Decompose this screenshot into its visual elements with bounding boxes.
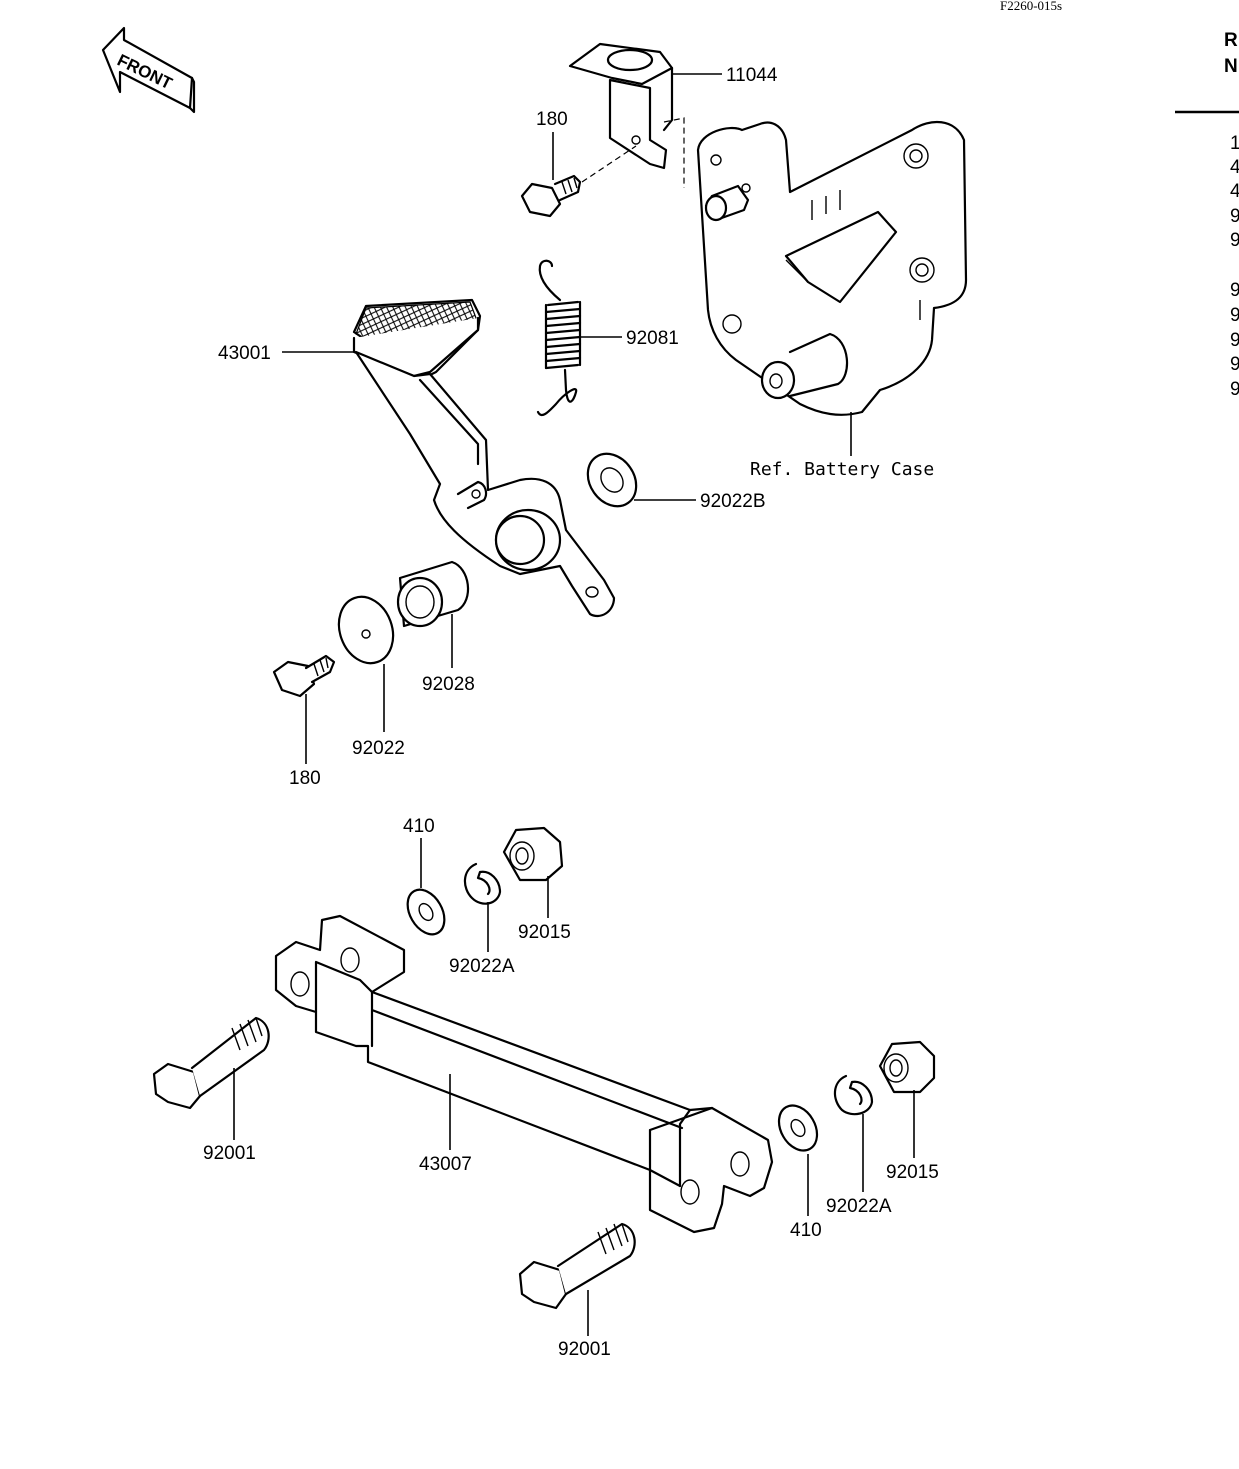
label-92015-top: 92015 <box>518 922 571 943</box>
label-180-top: 180 <box>536 109 568 130</box>
label-11044: 11044 <box>726 65 778 86</box>
side-row: 9 <box>1230 206 1239 227</box>
part-43007-rod <box>274 914 774 1234</box>
part-11044-bracket <box>568 42 685 188</box>
side-row: 1 <box>1230 133 1239 154</box>
drawing-code: F2260-015s <box>1000 0 1062 13</box>
side-header-n: N <box>1224 56 1238 77</box>
part-92015-nut-bottom <box>878 1040 936 1094</box>
label-92022: 92022 <box>352 738 405 759</box>
side-row: 9 <box>1230 305 1239 326</box>
label-92028: 92028 <box>422 674 475 695</box>
label-43007: 43007 <box>419 1154 472 1175</box>
part-43001-brake-pedal <box>352 298 616 618</box>
label-92001-left: 92001 <box>203 1143 256 1164</box>
part-410-washer-bottom <box>777 1104 819 1152</box>
label-92022B: 92022B <box>700 491 766 512</box>
front-arrow-icon: FRONT <box>101 26 196 114</box>
label-92015-bottom: 92015 <box>886 1162 939 1183</box>
label-43001: 43001 <box>218 343 271 364</box>
side-row: 9 <box>1230 330 1239 351</box>
part-92022-washer <box>337 595 395 665</box>
part-92022A-clip-bottom <box>833 1074 874 1116</box>
part-92022B-washer <box>586 452 638 508</box>
side-row: 4 <box>1230 181 1239 202</box>
part-410-washer-top <box>406 888 446 936</box>
label-92022A-top: 92022A <box>449 956 515 977</box>
part-180-bolt-top <box>520 145 637 218</box>
side-row: 9 <box>1230 379 1239 400</box>
part-92001-bolt-bottom <box>518 1222 636 1310</box>
part-92015-nut-top <box>502 826 564 882</box>
side-row: 4 <box>1230 157 1239 178</box>
label-ref-battery-case: Ref. Battery Case <box>750 459 934 480</box>
part-92081-spring <box>536 259 582 417</box>
label-92081: 92081 <box>626 328 679 349</box>
side-row: 9 <box>1230 354 1239 375</box>
label-410-top: 410 <box>403 816 435 837</box>
label-410-bottom: 410 <box>790 1220 822 1241</box>
label-92022A-bottom: 92022A <box>826 1196 892 1217</box>
side-row: 9 <box>1230 280 1239 301</box>
side-row: 9 <box>1230 230 1239 251</box>
part-92001-bolt-left <box>152 1016 270 1110</box>
label-92001-bottom: 92001 <box>558 1339 611 1360</box>
label-180-bottom: 180 <box>289 768 321 789</box>
side-header-r: R <box>1224 30 1238 51</box>
part-92022A-clip-top <box>463 862 502 905</box>
part-180-bolt-bottom <box>272 654 336 698</box>
side-table: R N 1 4 4 9 9 9 9 9 9 9 <box>1175 30 1239 400</box>
leader-lines <box>233 73 915 1336</box>
part-92028-collar <box>396 560 470 628</box>
battery-case-bracket <box>696 120 968 456</box>
